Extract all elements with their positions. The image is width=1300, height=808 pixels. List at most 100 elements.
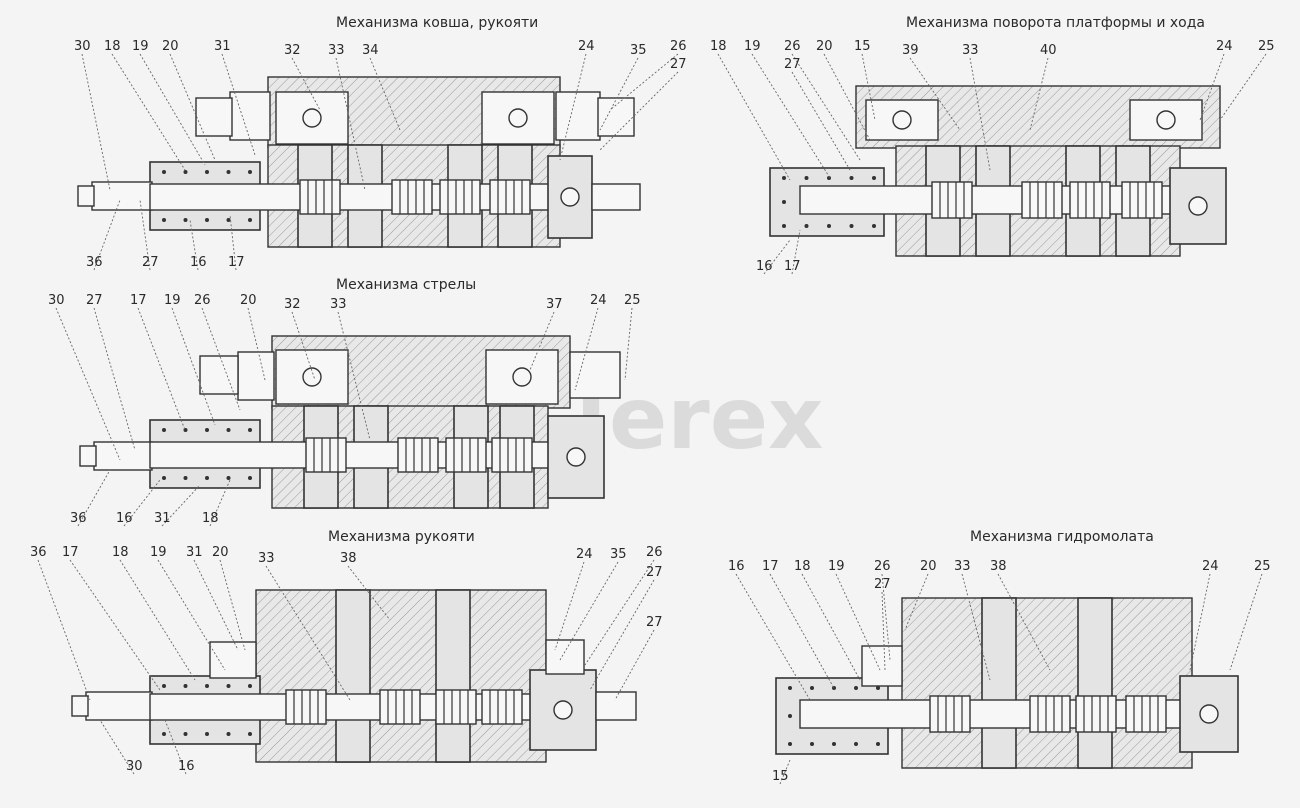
callout-leader — [763, 239, 791, 275]
spool-land — [931, 181, 973, 219]
end-cap-bore — [1188, 196, 1208, 216]
callout-number: 16 — [178, 759, 195, 774]
callout-number: 36 — [70, 511, 87, 526]
callout-leader — [609, 53, 679, 111]
callout-number: 25 — [624, 293, 641, 308]
spool-land — [439, 179, 481, 215]
callout-number: 19 — [828, 559, 845, 574]
callout-leader — [291, 57, 321, 111]
callout-number: 17 — [762, 559, 779, 574]
cap-dot — [248, 218, 252, 222]
cap-dot — [832, 742, 836, 746]
callout-leader — [139, 53, 206, 166]
title-boom: Механизма стрелы — [336, 277, 476, 293]
cap-dot — [205, 732, 209, 736]
callout-number: 33 — [328, 43, 345, 58]
callout-number: 18 — [710, 39, 727, 54]
end-cap-bore — [553, 700, 573, 720]
callout-number: 27 — [86, 293, 103, 308]
callout-leader — [1229, 573, 1263, 671]
cap-dot — [226, 218, 231, 222]
callout-leader — [881, 591, 886, 671]
valve-swing-travel — [769, 85, 1227, 257]
callout-leader — [193, 559, 239, 651]
cap-dot — [248, 428, 252, 432]
callout-number: 27 — [784, 57, 801, 72]
callout-number: 30 — [74, 39, 91, 54]
callout-number: 24 — [578, 39, 595, 54]
callout-leader — [69, 559, 161, 691]
spool-land — [481, 689, 523, 725]
spool-land — [305, 437, 347, 473]
callout-leader — [229, 214, 237, 271]
callout-number: 32 — [284, 43, 301, 58]
cap-dot — [782, 224, 786, 228]
end-fitting-right — [591, 183, 641, 211]
callout-leader — [791, 229, 801, 275]
callout-leader — [93, 199, 121, 271]
cap-dot — [226, 732, 231, 736]
callout-leader — [93, 307, 136, 451]
callout-leader — [221, 53, 256, 156]
spool-land — [391, 179, 433, 215]
callout-leader — [119, 559, 196, 681]
callout-leader — [769, 573, 836, 691]
valve-arm — [71, 589, 637, 763]
spool-land — [1069, 181, 1111, 219]
title-hammer: Механизма гидромолата — [970, 529, 1154, 545]
callout-leader — [735, 573, 811, 701]
callout-number: 27 — [142, 255, 159, 270]
cap-dot — [226, 170, 231, 174]
callout-number: 26 — [646, 545, 663, 560]
callout-leader — [99, 719, 135, 775]
cap-dot — [872, 224, 876, 228]
pilot-valve-bore — [508, 108, 528, 128]
cap-dot — [804, 224, 809, 228]
callout-number: 31 — [154, 511, 171, 526]
relief-nut — [199, 355, 239, 395]
end-nut-left — [77, 185, 95, 207]
cap-dot — [162, 170, 166, 174]
callout-number: 26 — [194, 293, 211, 308]
cap-dot — [162, 684, 166, 688]
cap-dot — [183, 684, 188, 688]
callout-leader — [335, 57, 366, 191]
callout-number: 38 — [990, 559, 1007, 574]
callout-leader — [589, 579, 655, 691]
spool-land — [1075, 695, 1117, 733]
callout-leader — [37, 559, 91, 701]
callout-leader — [861, 53, 876, 121]
callout-number: 30 — [126, 759, 143, 774]
callout-leader — [791, 53, 861, 161]
callout-leader — [337, 311, 371, 441]
callout-number: 18 — [112, 545, 129, 560]
callout-leader — [823, 53, 871, 141]
end-nut-left — [79, 445, 97, 467]
callout-number: 20 — [162, 39, 179, 54]
callout-leader — [969, 57, 991, 171]
callout-leader — [157, 559, 226, 671]
callout-leader — [164, 719, 187, 775]
port-channel — [435, 589, 471, 763]
cap-dot — [183, 170, 188, 174]
spool-land — [1125, 695, 1167, 733]
cap-dot — [248, 684, 252, 688]
callout-leader — [791, 71, 851, 171]
cap-dot — [205, 684, 209, 688]
spool-land — [445, 437, 487, 473]
valve-bucket-arm — [77, 76, 641, 248]
callout-number: 35 — [610, 547, 627, 562]
callout-number: 17 — [228, 255, 245, 270]
spool-land — [491, 437, 533, 473]
callout-number: 19 — [132, 39, 149, 54]
end-fitting-left — [91, 181, 153, 211]
spool-land — [435, 689, 477, 725]
end-plug — [229, 91, 271, 141]
end-plug — [237, 351, 275, 401]
callout-number: 18 — [104, 39, 121, 54]
callout-number: 16 — [190, 255, 207, 270]
pilot-valve-bore — [302, 108, 322, 128]
cap-dot — [849, 176, 854, 180]
